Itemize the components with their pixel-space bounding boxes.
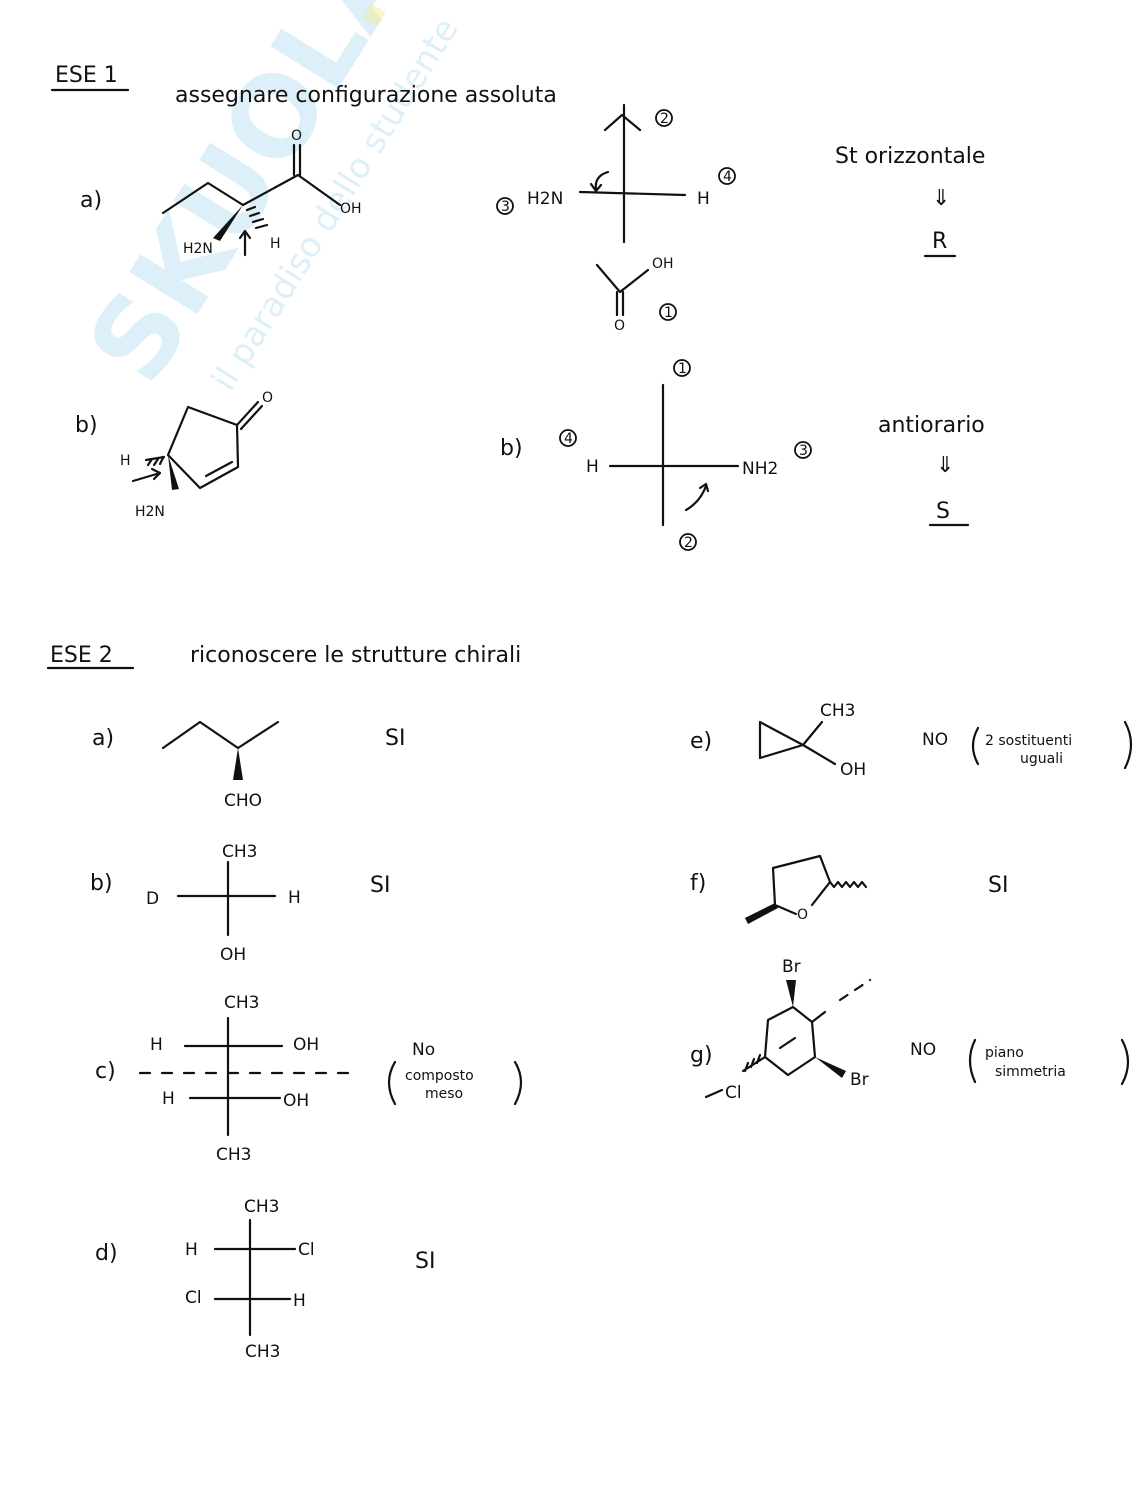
item-g-answer: NO piano simmetria: [910, 1038, 1130, 1086]
atom-bottom: CH3: [245, 1342, 280, 1362]
fischer-h: H: [697, 189, 710, 209]
fischer-h2n: H2N: [527, 189, 563, 209]
ese1-label: ESE 1: [55, 63, 118, 88]
note-line1: 2 sostituenti: [985, 733, 1072, 749]
item-e-molecule: CH3 OH: [758, 701, 866, 780]
priority-4: 4: [564, 431, 573, 447]
atom-o: O: [291, 128, 302, 144]
ese2-title: riconoscere le strutture chirali: [190, 643, 521, 668]
item-b-fischer: CH3 D H OH: [146, 842, 301, 965]
atom-cl: Cl: [185, 1288, 202, 1308]
item-c-label: c): [95, 1059, 116, 1084]
item-d-label: d): [95, 1241, 118, 1266]
ese1-a-result: R: [932, 229, 947, 254]
fischer-nh2: NH2: [742, 459, 778, 479]
atom-top: CH3: [222, 842, 257, 862]
item-a-molecule: CHO: [161, 720, 280, 811]
watermark: SKUOLA .net il paradiso dello studente: [63, 0, 498, 404]
atom-h: H: [150, 1035, 163, 1055]
item-f-label: f): [690, 871, 706, 896]
atom-h2n: H2N: [183, 241, 213, 257]
atom-bottom: OH: [220, 945, 246, 965]
ese1-a-label: a): [80, 188, 102, 213]
atom-cl: Cl: [725, 1083, 742, 1103]
priority-2: 2: [660, 111, 669, 127]
ese1-b-label: b): [75, 413, 98, 438]
fischer-oh: OH: [652, 256, 674, 272]
ese1-b-fischer-label: b): [500, 436, 523, 461]
ese1-b-molecule: O H H2N: [120, 390, 273, 520]
ese1-title: assegnare configurazione assoluta: [175, 83, 557, 108]
atom-oh: OH: [340, 201, 362, 217]
item-b-label: b): [90, 871, 113, 896]
item-g-molecule: Br Br Cl: [704, 957, 872, 1103]
atom-h2n: H2N: [135, 504, 165, 520]
priority-2: 2: [684, 535, 693, 551]
atom-cl: Cl: [298, 1240, 315, 1260]
item-e-label: e): [690, 729, 712, 754]
item-e-answer: NO 2 sostituenti uguali: [922, 720, 1133, 770]
note-line2: meso: [425, 1086, 463, 1102]
ese1-b-note: antiorario: [878, 413, 985, 438]
atom-o: O: [797, 907, 808, 923]
fischer-h: H: [586, 457, 599, 477]
atom-cho: CHO: [224, 791, 262, 811]
item-d-answer: SI: [415, 1249, 435, 1274]
answer: No: [412, 1040, 435, 1060]
ese1-b-result: S: [936, 499, 950, 524]
atom-top: CH3: [244, 1197, 279, 1217]
atom-right: H: [288, 888, 301, 908]
note-line2: uguali: [1020, 751, 1063, 767]
atom-ch3: CH3: [820, 701, 855, 721]
atom-br: Br: [850, 1070, 869, 1090]
atom-br: Br: [782, 957, 801, 977]
atom-bottom: CH3: [216, 1145, 251, 1165]
priority-3: 3: [501, 199, 510, 215]
atom-oh: OH: [840, 760, 866, 780]
atom-top: CH3: [224, 993, 259, 1013]
item-f-molecule: O: [745, 854, 868, 924]
atom-h: H: [185, 1240, 198, 1260]
atom-o: O: [262, 390, 273, 406]
item-a-answer: SI: [385, 726, 405, 751]
ese1-b-arrow: ⇓: [936, 453, 954, 478]
priority-4: 4: [723, 169, 732, 185]
item-b-answer: SI: [370, 873, 390, 898]
item-c-fischer: CH3 H OH H OH CH3: [138, 993, 352, 1165]
item-c-answer: No composto meso: [387, 1040, 523, 1106]
note-line2: simmetria: [995, 1064, 1066, 1080]
fischer-o: O: [614, 318, 625, 334]
item-d-fischer: CH3 H Cl Cl H CH3: [185, 1197, 315, 1362]
priority-1: 1: [664, 305, 673, 321]
note-line1: composto: [405, 1068, 474, 1084]
atom-left: D: [146, 889, 159, 909]
answer: NO: [922, 730, 948, 750]
atom-h: H: [120, 453, 131, 469]
item-f-answer: SI: [988, 873, 1008, 898]
answer: NO: [910, 1040, 936, 1060]
atom-h: H: [162, 1089, 175, 1109]
ese1-b-fischer: H NH2 1 2 3 4: [559, 359, 812, 551]
ese1-a-molecule: O OH H2N H: [161, 128, 362, 257]
ese1-a-fischer: H2N H OH O 2 3 4 1: [496, 103, 736, 334]
note-line1: piano: [985, 1045, 1024, 1061]
item-a-label: a): [92, 726, 114, 751]
atom-oh: OH: [283, 1091, 309, 1111]
atom-oh: OH: [293, 1035, 319, 1055]
ese2-label: ESE 2: [50, 643, 113, 668]
ese1-a-arrow: ⇓: [932, 186, 950, 211]
priority-3: 3: [799, 443, 808, 459]
priority-1: 1: [678, 361, 687, 377]
ese1-a-note: St orizzontale: [835, 144, 985, 169]
item-g-label: g): [690, 1043, 713, 1068]
atom-h: H: [293, 1291, 306, 1311]
atom-h: H: [270, 236, 281, 252]
